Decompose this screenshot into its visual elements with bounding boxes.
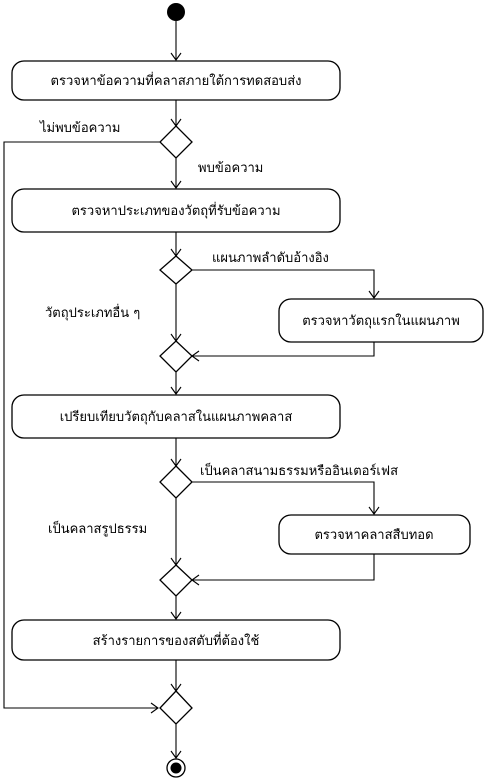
merge-class-kind xyxy=(159,564,193,597)
control-flows xyxy=(3,21,380,759)
action-label: ตรวจหาคลาสสืบทอด xyxy=(314,527,433,543)
action-find-first-object: ตรวจหาวัตถุแรกในแผนภาพ xyxy=(278,298,484,343)
guard-abstract-or-interface: เป็นคลาสนามธรรมหรืออินเตอร์เฟส xyxy=(200,461,398,479)
merge-final xyxy=(159,690,193,725)
action-compare-class: เปรียบเทียบวัตถุกับคลาสในแผนภาพคลาส xyxy=(11,394,341,439)
decision-class-kind xyxy=(159,465,193,499)
action-label: ตรวจหาประเภทของวัตถุที่รับข้อความ xyxy=(71,202,280,219)
final-node xyxy=(166,758,186,778)
action-build-stub-list: สร้างรายการของสตับที่ต้องใช้ xyxy=(11,619,341,661)
decision-receiver-type xyxy=(159,255,193,285)
action-check-receiver-type: ตรวจหาประเภทของวัตถุที่รับข้อความ xyxy=(11,188,341,233)
guard-sequence-diagram: แผนภาพลำดับอ้างอิง xyxy=(212,251,329,266)
action-label: สร้างรายการของสตับที่ต้องใช้ xyxy=(93,632,260,649)
guard-message-found: พบข้อความ xyxy=(198,161,263,176)
action-label: ตรวจหาวัตถุแรกในแผนภาพ xyxy=(302,313,460,329)
decision-message-found xyxy=(159,125,193,159)
action-label: ตรวจหาข้อความที่คลาสภายใต้การทดสอบส่ง xyxy=(51,72,302,89)
action-check-message: ตรวจหาข้อความที่คลาสภายใต้การทดสอบส่ง xyxy=(11,60,341,101)
merge-receiver-type xyxy=(159,340,193,373)
initial-node xyxy=(167,3,185,21)
guard-other-object: วัตถุประเภทอื่น ๆ xyxy=(45,304,140,321)
action-find-inheritance: ตรวจหาคลาสสืบทอด xyxy=(278,514,471,555)
guard-concrete-class: เป็นคลาสรูปธรรม xyxy=(48,519,147,537)
guard-message-not-found: ไม่พบข้อความ xyxy=(39,120,121,136)
action-label: เปรียบเทียบวัตถุกับคลาสในแผนภาพคลาส xyxy=(60,409,293,425)
